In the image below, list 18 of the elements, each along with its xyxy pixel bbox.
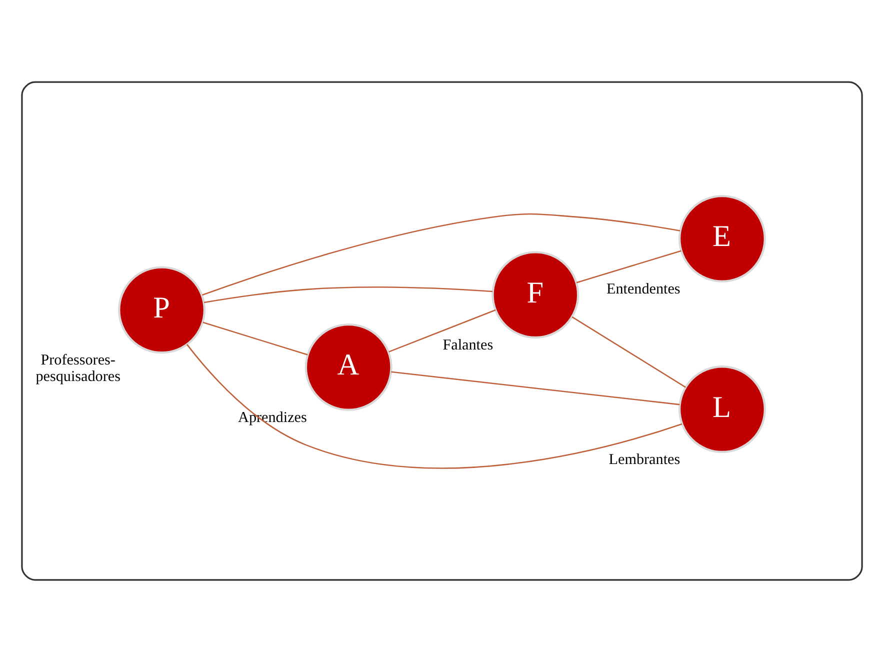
connector: [388, 308, 496, 352]
connector: [202, 212, 680, 296]
node-circle: A: [304, 322, 392, 410]
node-circle: L: [678, 365, 766, 453]
connector: [186, 344, 682, 468]
connector: [203, 286, 492, 303]
node-label: Professores- pesquisadores: [35, 352, 120, 384]
node-label: Lembrantes: [608, 452, 680, 468]
node-label: Entendentes: [606, 280, 680, 297]
node-circle: F: [491, 250, 579, 338]
node-label: Falantes: [442, 337, 493, 354]
connector: [571, 316, 686, 388]
connector: [390, 370, 680, 405]
connector: [202, 321, 308, 355]
connector: [576, 250, 681, 283]
node-circle: E: [678, 194, 766, 282]
node-circle: P: [118, 266, 206, 354]
cluster: [20, 80, 862, 580]
